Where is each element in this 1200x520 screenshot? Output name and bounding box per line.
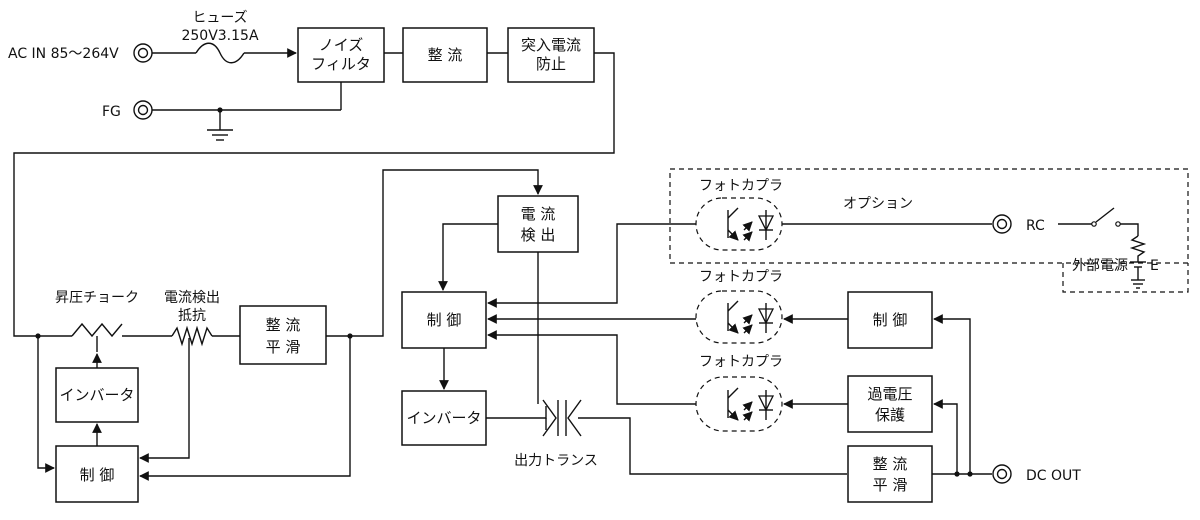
inverter-mid-box <box>401 390 487 446</box>
dc-output-terminal <box>992 464 1012 484</box>
inrush-limit-box <box>507 27 595 83</box>
photocoupler-3-symbol <box>695 376 783 432</box>
external-resistor-symbol <box>1129 235 1147 262</box>
fuse-label-rating: 250V3.15A <box>181 28 258 44</box>
output-smoothing-label-2: 平 滑 <box>873 476 908 494</box>
sense-resistor-label-1: 電流検出 <box>164 290 220 306</box>
ground-symbol-fg <box>207 129 233 141</box>
control-right-box <box>847 291 933 349</box>
e-label: E <box>1150 258 1159 274</box>
output-transformer-symbol <box>542 399 582 437</box>
ovp-box <box>847 375 933 433</box>
inverter-left-box <box>55 367 139 423</box>
rectifier-label: 整 流 <box>428 46 463 64</box>
rc-terminal <box>992 214 1012 234</box>
dc-output-label: DC OUT <box>1026 468 1081 484</box>
ovp-label-1: 過電圧 <box>867 385 912 403</box>
boost-choke-symbol <box>71 322 123 338</box>
photocoupler-1-label: フォトカプラ <box>699 178 783 194</box>
photocoupler-1-symbol <box>695 197 783 251</box>
fg-label: FG <box>102 104 121 120</box>
sense-resistor-symbol <box>171 325 213 347</box>
control-mid-box <box>401 291 487 349</box>
photocoupler-2-symbol <box>695 290 783 344</box>
fuse-label-name: ヒューズ <box>192 10 247 26</box>
control-left-label: 制 御 <box>80 466 115 484</box>
output-transformer-label: 出力トランス <box>514 453 598 469</box>
control-left-box <box>55 445 139 503</box>
fg-terminal <box>133 100 153 120</box>
option-label: オプション <box>843 196 913 212</box>
pfc-smoothing-label-1: 整 流 <box>266 316 301 334</box>
external-power-label: 外部電源 <box>1072 258 1128 274</box>
noise-filter-box <box>297 27 385 83</box>
control-mid-label: 制 御 <box>427 311 462 329</box>
current-detect-label-2: 検 出 <box>521 226 556 244</box>
ovp-label-2: 保護 <box>875 406 905 424</box>
pfc-smoothing-box <box>239 305 327 365</box>
inverter-left-label: インバータ <box>59 386 134 404</box>
photocoupler-2-label: フォトカプラ <box>699 269 783 285</box>
inrush-limit-label-1: 突入電流 <box>521 36 581 54</box>
ac-input-terminal <box>133 43 153 63</box>
pfc-smoothing-label-2: 平 滑 <box>266 338 301 356</box>
noise-filter-label-1: ノイズ <box>319 36 364 54</box>
current-detect-label-1: 電 流 <box>521 205 556 223</box>
noise-filter-label-2: フィルタ <box>311 55 371 73</box>
inverter-mid-label: インバータ <box>406 409 481 427</box>
external-battery-symbol <box>1130 261 1146 289</box>
inrush-limit-label-2: 防止 <box>536 55 566 73</box>
boost-choke-label: 昇圧チョーク <box>55 290 139 306</box>
output-smoothing-label-1: 整 流 <box>873 455 908 473</box>
ac-input-label: AC IN 85～264V <box>8 46 119 62</box>
rc-label: RC <box>1026 218 1045 234</box>
photocoupler-3-label: フォトカプラ <box>699 354 783 370</box>
fuse-symbol <box>195 42 245 64</box>
control-right-label: 制 御 <box>873 311 908 329</box>
external-switch-symbol <box>1095 207 1115 223</box>
sense-resistor-label-2: 抵抗 <box>178 308 206 324</box>
rectifier-box <box>402 27 488 83</box>
